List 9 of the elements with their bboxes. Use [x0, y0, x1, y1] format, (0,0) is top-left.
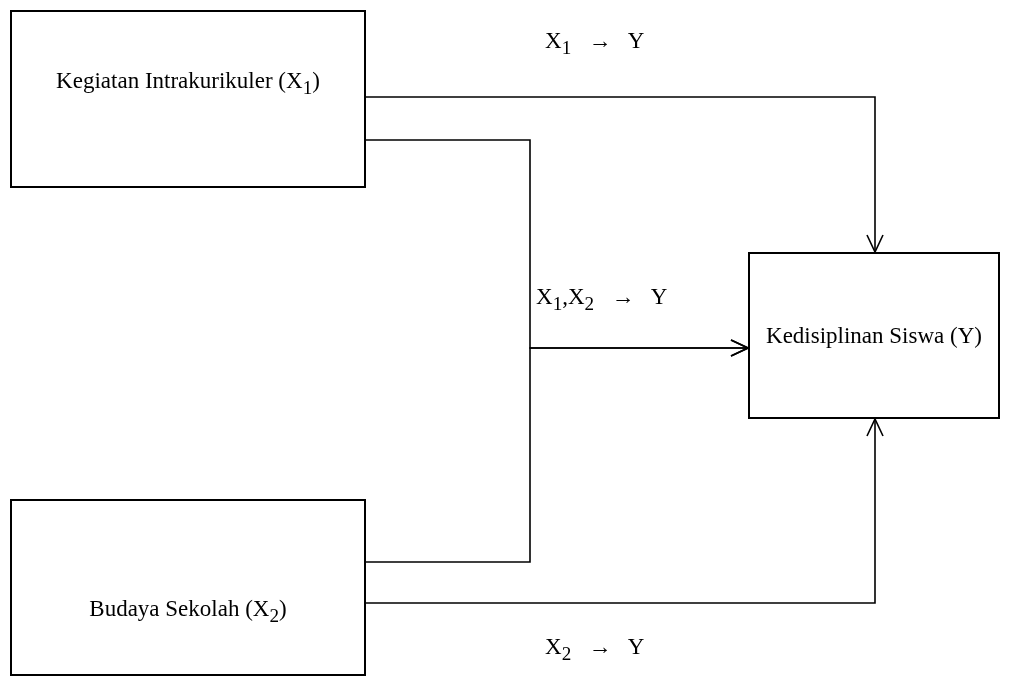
node-label: Kegiatan Intrakurikuler (X$_{1}$)	[56, 66, 320, 100]
arrow	[365, 96, 884, 253]
node-label: Budaya Sekolah (X$_{2}$)	[89, 595, 287, 628]
arrow	[365, 339, 749, 563]
process-box	[10, 499, 366, 676]
node-label: Kedisiplinan Siswa (Y)	[766, 321, 982, 350]
process-box	[748, 252, 1000, 419]
process-box	[10, 10, 366, 188]
arrow	[365, 418, 884, 604]
